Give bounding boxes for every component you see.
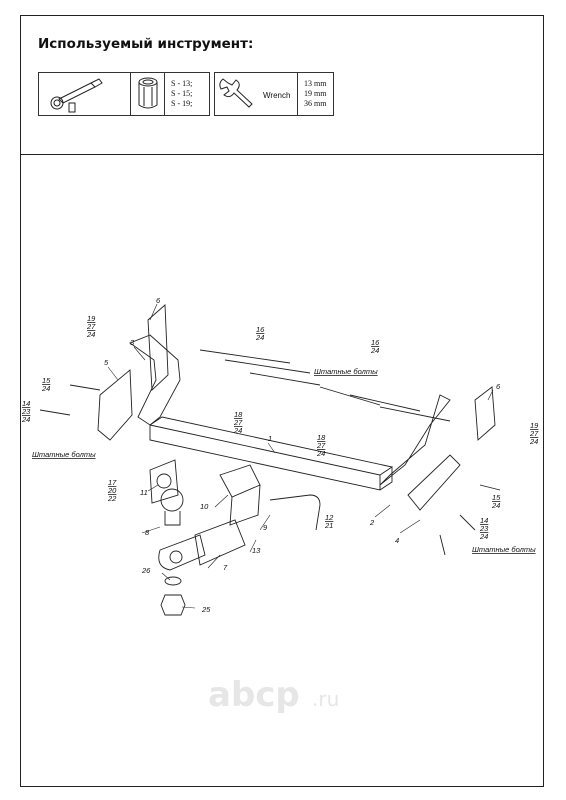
svg-text:23: 23 xyxy=(21,407,31,416)
wrench-tool-table: Wrench 13 mm 19 mm 36 mm xyxy=(214,72,334,116)
hitch-pin xyxy=(269,494,321,531)
washer-26 xyxy=(164,576,182,586)
svg-text:27: 27 xyxy=(316,441,326,450)
callout-4: 4 xyxy=(395,536,399,545)
callout-6b: 6 xyxy=(496,382,501,391)
note-standard-bolts-2: Штатные болты xyxy=(32,450,96,459)
svg-text:18: 18 xyxy=(317,433,326,442)
right-plate xyxy=(474,386,496,441)
socket-size-15: S - 15; xyxy=(171,89,193,98)
callout-13: 13 xyxy=(252,546,261,555)
svg-text:18: 18 xyxy=(234,410,243,419)
callout-group-15b: 15 24 xyxy=(491,493,501,510)
ratchet-cell xyxy=(39,73,131,115)
svg-text:17: 17 xyxy=(108,478,117,487)
wrench-sizes: 13 mm 19 mm 36 mm xyxy=(304,73,335,115)
callout-1: 1 xyxy=(268,434,272,443)
socket-icon xyxy=(138,77,158,109)
svg-text:27: 27 xyxy=(233,418,243,427)
svg-text:24: 24 xyxy=(41,384,50,393)
ratchet-icon xyxy=(50,78,103,113)
svg-text:14: 14 xyxy=(480,516,488,525)
callout-group-18b: 18 27 24 xyxy=(316,433,326,458)
svg-text:22: 22 xyxy=(107,494,117,503)
wrench-cell: Wrench xyxy=(215,73,298,115)
callout-group-14a: 14 23 24 xyxy=(21,399,31,424)
svg-text:27: 27 xyxy=(529,429,539,438)
wrench-size-19: 19 mm xyxy=(304,89,327,98)
socket-plate xyxy=(149,459,179,504)
callout-8: 8 xyxy=(145,528,150,537)
left-side-arm xyxy=(129,334,181,426)
svg-text:14: 14 xyxy=(22,399,30,408)
callout-group-19b: 19 27 24 xyxy=(529,421,539,446)
tow-ball xyxy=(160,488,184,512)
callout-25: 25 xyxy=(201,605,211,614)
callout-group-15a: 15 24 xyxy=(41,376,51,393)
svg-text:24: 24 xyxy=(316,449,325,458)
svg-text:аbcp: аbcp xyxy=(208,675,300,715)
svg-text:15: 15 xyxy=(492,493,501,502)
callout-group-19a: 19 27 24 xyxy=(86,314,96,339)
right-side-arm xyxy=(379,394,451,486)
callout-26: 26 xyxy=(141,566,151,575)
receiver-tube xyxy=(219,464,261,498)
callout-group-12: 12 21 xyxy=(324,513,334,530)
svg-text:19: 19 xyxy=(87,314,96,323)
socket-sizes: S - 13; S - 15; S - 19; xyxy=(171,73,211,115)
svg-text:21: 21 xyxy=(324,521,333,530)
callout-group-18a: 18 27 24 xyxy=(233,410,243,435)
callout-3: 3 xyxy=(130,338,135,347)
callout-6a: 6 xyxy=(156,296,161,305)
assembly-drawing: 1 2 3 4 5 6 6 7 8 9 10 11 13 25 26 19 27… xyxy=(21,296,539,616)
callout-10: 10 xyxy=(200,502,209,511)
note-standard-bolts-1: Штатные болты xyxy=(314,367,378,376)
main-crossbar xyxy=(149,424,381,491)
callout-group-16b: 16 24 xyxy=(370,338,380,355)
svg-text:16: 16 xyxy=(256,325,265,334)
socket-tool-table: S - 13; S - 15; S - 19; xyxy=(38,72,210,116)
svg-text:24: 24 xyxy=(233,426,242,435)
callout-11: 11 xyxy=(140,488,148,497)
svg-text:24: 24 xyxy=(491,501,500,510)
svg-text:23: 23 xyxy=(479,524,489,533)
svg-text:15: 15 xyxy=(42,376,51,385)
svg-text:20: 20 xyxy=(107,486,117,495)
nut-25 xyxy=(160,594,186,616)
svg-text:24: 24 xyxy=(479,532,488,541)
svg-text:24: 24 xyxy=(370,346,379,355)
svg-text:16: 16 xyxy=(371,338,380,347)
svg-text:27: 27 xyxy=(86,322,96,331)
svg-text:12: 12 xyxy=(325,513,334,522)
wrench-size-36: 36 mm xyxy=(304,99,327,108)
header-divider xyxy=(20,154,544,155)
svg-text:.ru: .ru xyxy=(312,687,339,711)
callout-group-16a: 16 24 xyxy=(255,325,265,342)
ball-mount xyxy=(194,519,246,566)
svg-text:24: 24 xyxy=(529,437,538,446)
socket-cell xyxy=(131,73,165,115)
callout-group-14b: 14 23 24 xyxy=(479,516,489,541)
callout-2: 2 xyxy=(369,518,375,527)
page-frame xyxy=(20,15,544,787)
callout-5: 5 xyxy=(104,358,109,367)
right-bracket xyxy=(407,454,461,511)
abcp-watermark: аbcp .ru xyxy=(208,675,339,715)
left-plate xyxy=(147,304,169,391)
callout-9: 9 xyxy=(263,523,268,532)
svg-text:19: 19 xyxy=(530,421,539,430)
wrench-label: Wrench xyxy=(263,91,291,100)
svg-text:24: 24 xyxy=(255,333,264,342)
callout-7: 7 xyxy=(223,563,228,572)
svg-text:24: 24 xyxy=(21,415,30,424)
tools-heading: Используемый инструмент: xyxy=(38,36,254,52)
wrench-icon xyxy=(219,78,253,108)
note-standard-bolts-3: Штатные болты xyxy=(472,545,536,554)
socket-size-13: S - 13; xyxy=(171,79,193,88)
callout-group-17: 17 20 22 xyxy=(107,478,117,503)
svg-text:24: 24 xyxy=(86,330,95,339)
socket-size-19: S - 19; xyxy=(171,99,193,108)
left-bracket xyxy=(97,369,133,441)
wrench-size-13: 13 mm xyxy=(304,79,327,88)
